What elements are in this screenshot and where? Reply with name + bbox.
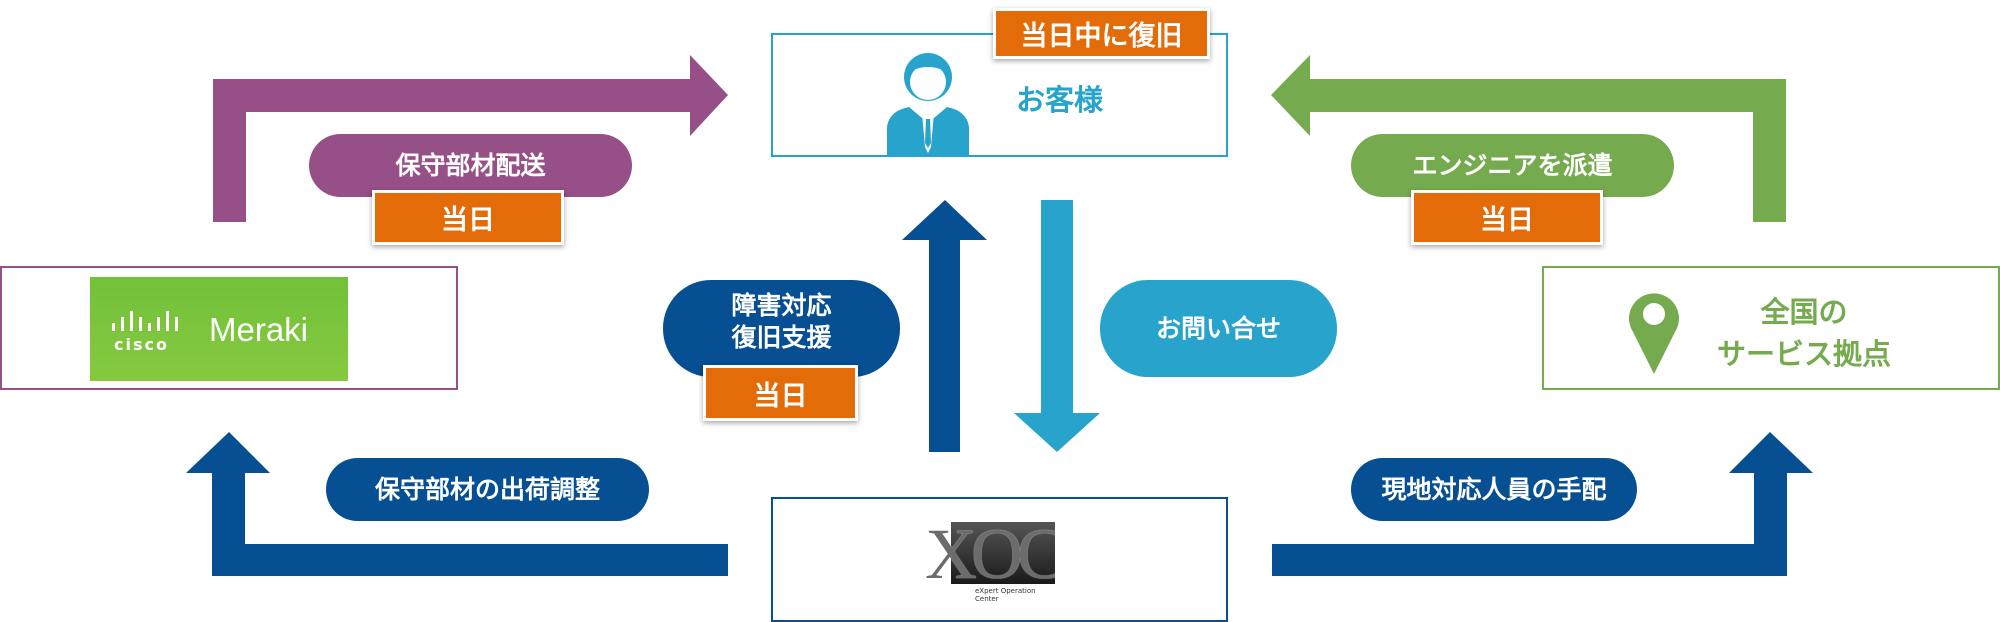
customer-label: お客様 xyxy=(1016,83,1104,117)
parts-shipment-label: 保守部材の出荷調整 xyxy=(326,458,649,521)
recovery-support-line1: 障害対応 xyxy=(731,291,832,321)
arrow-xoc-to-meraki xyxy=(186,432,728,576)
recovery-support-label: 障害対応 復旧支援 xyxy=(663,280,900,377)
customer-box: お客様 xyxy=(771,33,1228,157)
service-base-box: 全国の サービス拠点 xyxy=(1542,266,2000,390)
arrow-service-to-customer xyxy=(1271,55,1786,222)
onsite-staff-label: 現地対応人員の手配 xyxy=(1351,458,1637,521)
arrow-xoc-to-customer xyxy=(902,200,987,452)
meraki-box: cisco Meraki xyxy=(0,266,458,390)
delivery-label: 保守部材配送 xyxy=(309,134,632,197)
arrow-xoc-to-service xyxy=(1272,432,1813,576)
inquiry-label: お問い合せ xyxy=(1100,280,1337,377)
map-pin-icon xyxy=(1629,293,1679,374)
xoc-logo-text: XOC xyxy=(925,519,1055,594)
engineer-dispatch-label: エンジニアを派遣 xyxy=(1351,134,1674,197)
meraki-wordmark: Meraki xyxy=(209,311,309,348)
service-base-label: 全国の サービス拠点 xyxy=(1704,291,1904,375)
xoc-box: XOC eXpert Operation Center xyxy=(771,497,1228,622)
arrow-customer-to-xoc xyxy=(1014,200,1100,452)
recovery-support-badge: 当日 xyxy=(703,365,858,421)
customer-badge: 当日中に復旧 xyxy=(993,8,1210,59)
recovery-support-line2: 復旧支援 xyxy=(731,322,832,352)
xoc-logo: XOC eXpert Operation Center xyxy=(925,519,1055,601)
person-icon xyxy=(887,53,969,157)
meraki-logo: cisco Meraki xyxy=(90,277,348,381)
arrow-meraki-to-customer xyxy=(213,55,728,222)
xoc-logo-box xyxy=(951,522,1055,584)
engineer-dispatch-badge: 当日 xyxy=(1411,190,1603,245)
delivery-badge: 当日 xyxy=(372,190,564,245)
cisco-wordmark: cisco xyxy=(114,335,169,354)
service-base-line1: 全国の xyxy=(1760,295,1848,329)
service-base-line2: サービス拠点 xyxy=(1716,337,1891,371)
cisco-bars-icon xyxy=(112,311,178,331)
xoc-tagline: eXpert Operation Center xyxy=(975,587,1036,601)
